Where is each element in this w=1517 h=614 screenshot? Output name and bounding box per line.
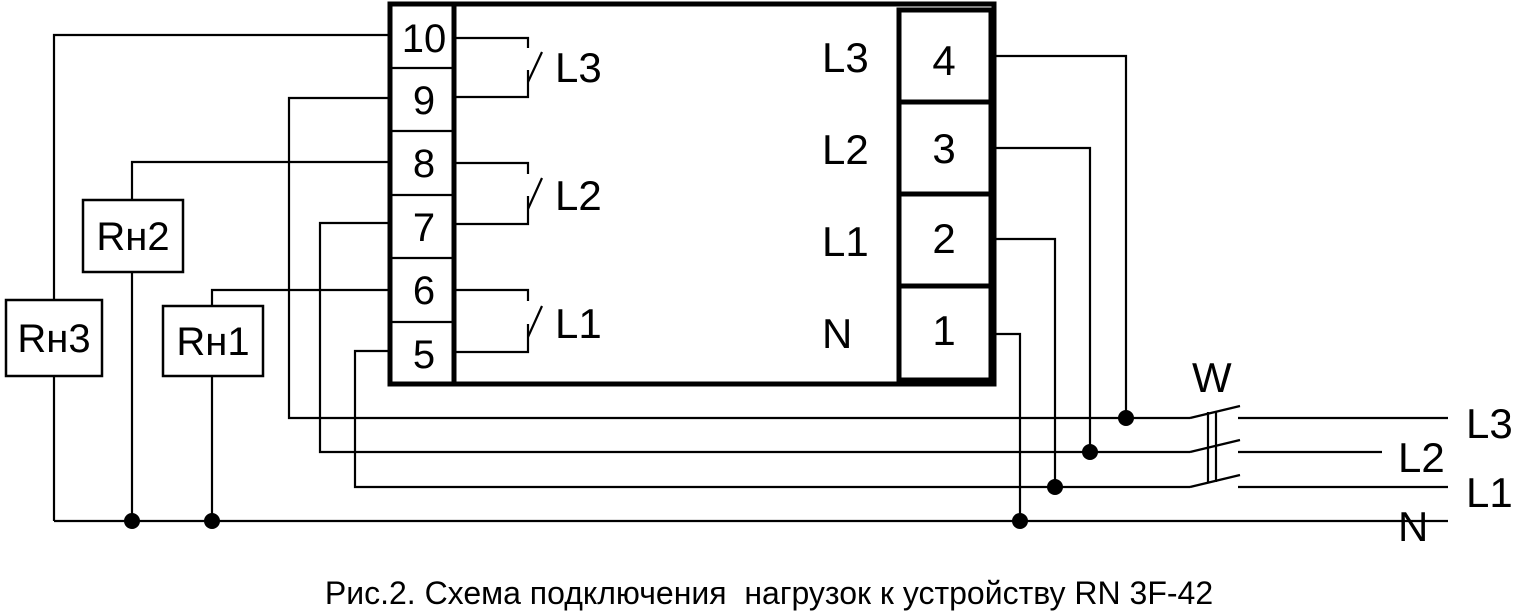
wire-terminal-6-to-load1 <box>210 288 390 306</box>
wire-terminal-1-to-n <box>991 332 1022 521</box>
load-rn1-box <box>161 304 265 378</box>
terminal-2-label: 2 <box>932 215 955 262</box>
bus-l2 <box>318 221 1190 454</box>
wire-terminal-4-to-l3 <box>991 54 1128 418</box>
load-rn3-label: Rн3 <box>17 317 90 361</box>
left-terminal-strip: 10 9 8 7 6 5 <box>387 1 457 387</box>
terminal-9-label: 9 <box>413 79 435 123</box>
breaker-label: W <box>1192 354 1232 401</box>
supply-label-n: N <box>1398 503 1428 550</box>
bus-l1 <box>353 349 1190 489</box>
junction-dot <box>204 513 220 529</box>
load-rn1-label: Rн1 <box>176 320 249 364</box>
supply-label-l1: L1 <box>1466 469 1513 516</box>
wire-terminal-3-to-l2 <box>991 146 1092 452</box>
input-label-l3: L3 <box>822 34 869 81</box>
relay-contact-l2 <box>454 161 544 226</box>
wire-terminal-2-to-l1 <box>991 237 1057 487</box>
supply-label-l3: L3 <box>1466 400 1513 447</box>
input-label-l2: L2 <box>822 126 869 173</box>
terminal-3-label: 3 <box>932 125 955 172</box>
input-label-n: N <box>822 310 852 357</box>
figure-caption: Рис.2. Схема подключения нагрузок к устр… <box>325 575 1213 611</box>
relay-label-l3: L3 <box>555 44 602 91</box>
terminal-8-label: 8 <box>413 142 435 186</box>
junction-dot <box>124 513 140 529</box>
terminal-7-label: 7 <box>413 206 435 250</box>
input-label-l1: L1 <box>822 218 869 265</box>
terminal-10-label: 10 <box>402 17 447 61</box>
terminal-6-label: 6 <box>413 269 435 313</box>
relay-label-l2: L2 <box>555 172 602 219</box>
terminal-1-label: 1 <box>932 307 955 354</box>
relay-label-l1: L1 <box>555 300 602 347</box>
load-rn2-label: Rн2 <box>96 215 169 259</box>
junction-dot <box>1047 479 1063 495</box>
junction-dot <box>1118 410 1134 426</box>
bus-l3 <box>287 96 1190 420</box>
wire-terminal-10-to-load3 <box>52 33 390 300</box>
right-terminal-strip: 4 3 2 1 <box>896 7 994 383</box>
supply-label-l2: L2 <box>1398 434 1445 481</box>
relay-contact-l3 <box>454 36 543 99</box>
junction-dot <box>1082 444 1098 460</box>
wire-terminal-8-to-load2 <box>130 160 390 200</box>
load-rn3-box <box>4 298 104 378</box>
junction-dot <box>1012 513 1028 529</box>
terminal-5-label: 5 <box>413 333 435 377</box>
terminal-4-label: 4 <box>932 37 955 84</box>
breaker-w <box>1189 404 1241 489</box>
relay-contact-l1 <box>454 288 544 354</box>
